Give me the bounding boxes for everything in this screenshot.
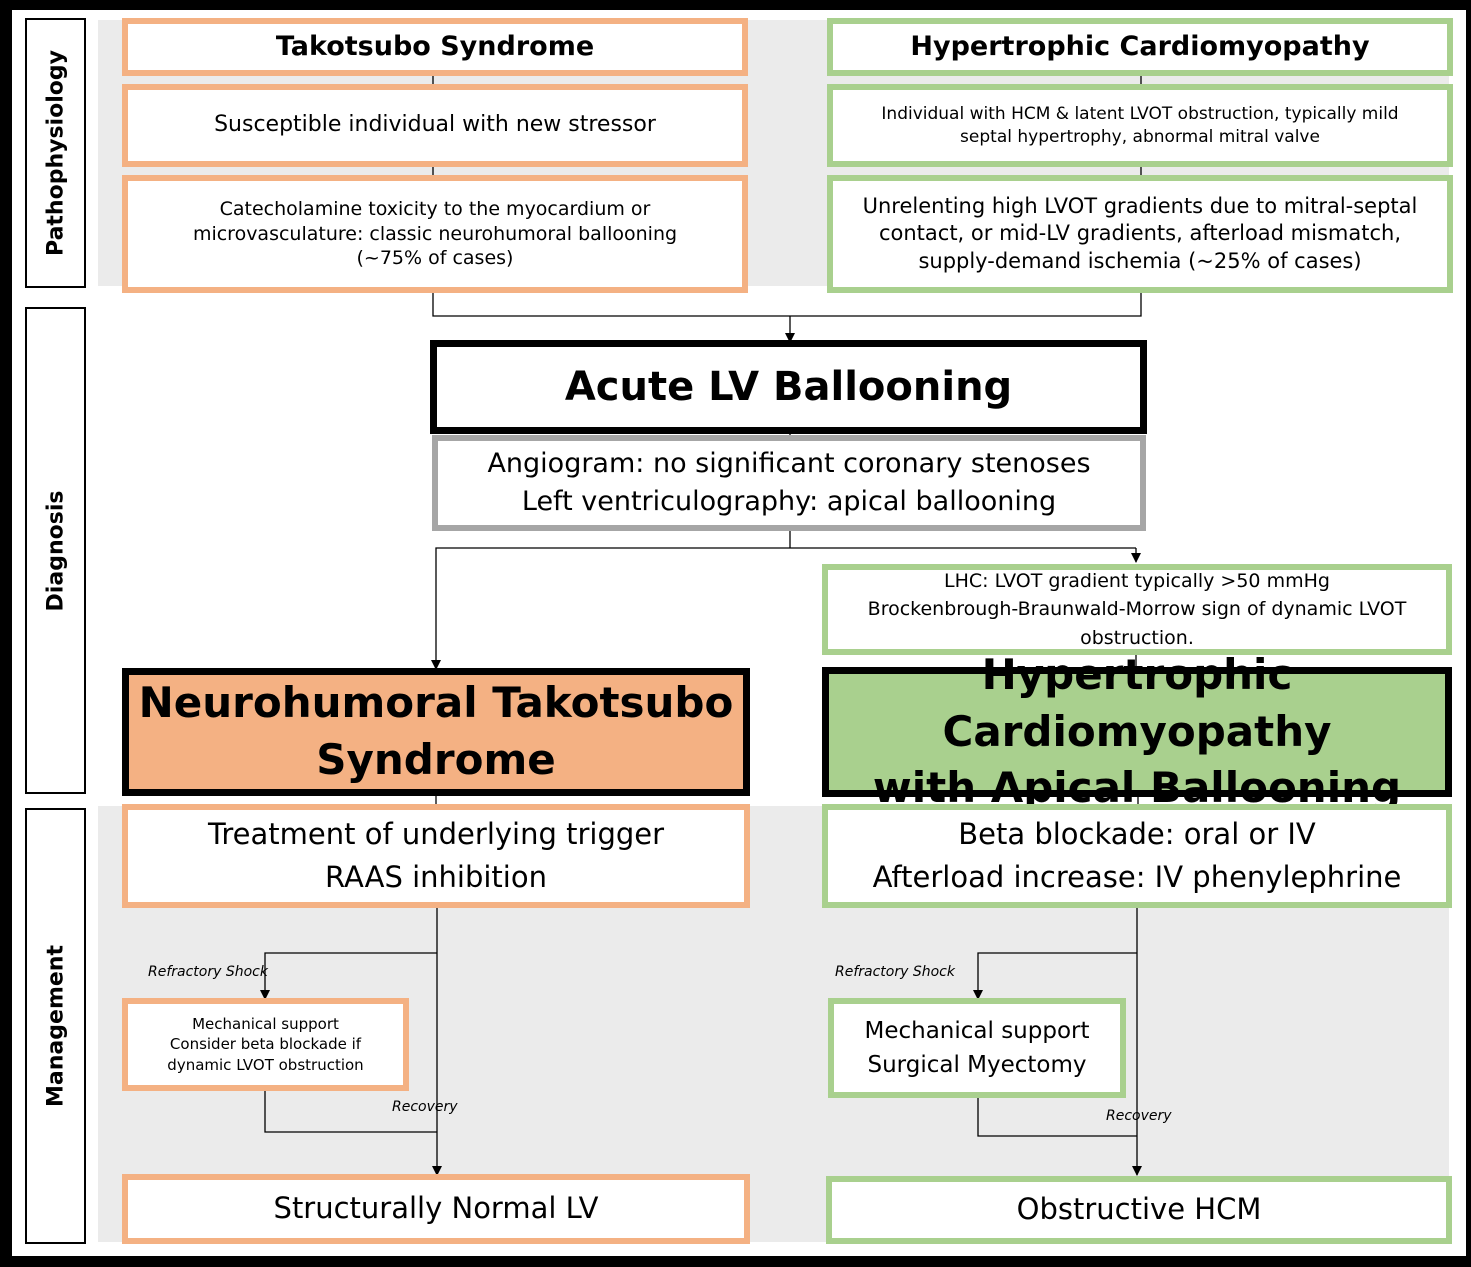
hcm-title-box: Hypertrophic Cardiomyopathy (827, 18, 1453, 76)
section-management: Management (25, 808, 86, 1244)
flowchart-canvas: Pathophysiology Diagnosis Management (12, 10, 1466, 1256)
hcm-lhc: LHC: LVOT gradient typically >50 mmHg Br… (867, 569, 1407, 649)
acute-lv-ballooning-title: Acute LV Ballooning (564, 364, 1013, 410)
takotsubo-stressor: Susceptible individual with new stressor (214, 112, 656, 138)
angiogram-findings: Angiogram: no significant coronary steno… (487, 448, 1091, 517)
hcm-diagnosis-box: Hypertrophic Cardiomyopathy with Apical … (822, 650, 1452, 812)
takotsubo-outcome-box: Structurally Normal LV (122, 1174, 750, 1244)
takotsubo-shock-label: Refractory Shock (148, 964, 268, 980)
takotsubo-recovery-label: Recovery (392, 1099, 458, 1115)
takotsubo-diagnosis-box: Neurohumoral Takotsubo Syndrome (122, 668, 750, 796)
hcm-lhc-box: LHC: LVOT gradient typically >50 mmHg Br… (822, 564, 1452, 655)
acute-lv-ballooning-box: Acute LV Ballooning (430, 340, 1147, 434)
hcm-mechanism-box: Unrelenting high LVOT gradients due to m… (827, 175, 1453, 293)
hcm-treatment-box: Beta blockade: oral or IV Afterload incr… (822, 804, 1452, 908)
takotsubo-mechanism: Catecholamine toxicity to the myocardium… (192, 197, 678, 270)
takotsubo-support-box: Mechanical support Consider beta blockad… (122, 998, 409, 1091)
section-diagnosis: Diagnosis (25, 307, 86, 794)
hcm-shock-label: Refractory Shock (835, 964, 955, 980)
hcm-outcome: Obstructive HCM (1016, 1192, 1262, 1227)
section-pathophysiology: Pathophysiology (25, 18, 86, 288)
hcm-individual-box: Individual with HCM & latent LVOT obstru… (827, 84, 1453, 167)
takotsubo-support: Mechanical support Consider beta blockad… (167, 1015, 364, 1074)
hcm-treatment: Beta blockade: oral or IV Afterload incr… (872, 816, 1402, 895)
hcm-mechanism: Unrelenting high LVOT gradients due to m… (862, 194, 1418, 273)
hcm-outcome-box: Obstructive HCM (826, 1176, 1452, 1244)
hcm-individual: Individual with HCM & latent LVOT obstru… (881, 103, 1399, 147)
hcm-support: Mechanical support Surgical Myectomy (864, 1017, 1090, 1079)
takotsubo-stressor-box: Susceptible individual with new stressor (122, 84, 748, 167)
angiogram-findings-box: Angiogram: no significant coronary steno… (432, 435, 1146, 531)
hcm-title: Hypertrophic Cardiomyopathy (910, 31, 1370, 63)
takotsubo-mechanism-box: Catecholamine toxicity to the myocardium… (122, 175, 748, 293)
takotsubo-title: Takotsubo Syndrome (275, 31, 595, 63)
hcm-diagnosis: Hypertrophic Cardiomyopathy with Apical … (872, 649, 1402, 813)
connector-lines (260, 72, 1142, 1176)
takotsubo-title-box: Takotsubo Syndrome (122, 18, 748, 76)
hcm-support-box: Mechanical support Surgical Myectomy (828, 998, 1126, 1098)
takotsubo-outcome: Structurally Normal LV (273, 1191, 599, 1226)
hcm-recovery-label: Recovery (1106, 1108, 1172, 1124)
takotsubo-diagnosis: Neurohumoral Takotsubo Syndrome (138, 678, 734, 784)
takotsubo-treatment-box: Treatment of underlying trigger RAAS inh… (122, 804, 750, 908)
takotsubo-treatment: Treatment of underlying trigger RAAS inh… (207, 816, 665, 895)
